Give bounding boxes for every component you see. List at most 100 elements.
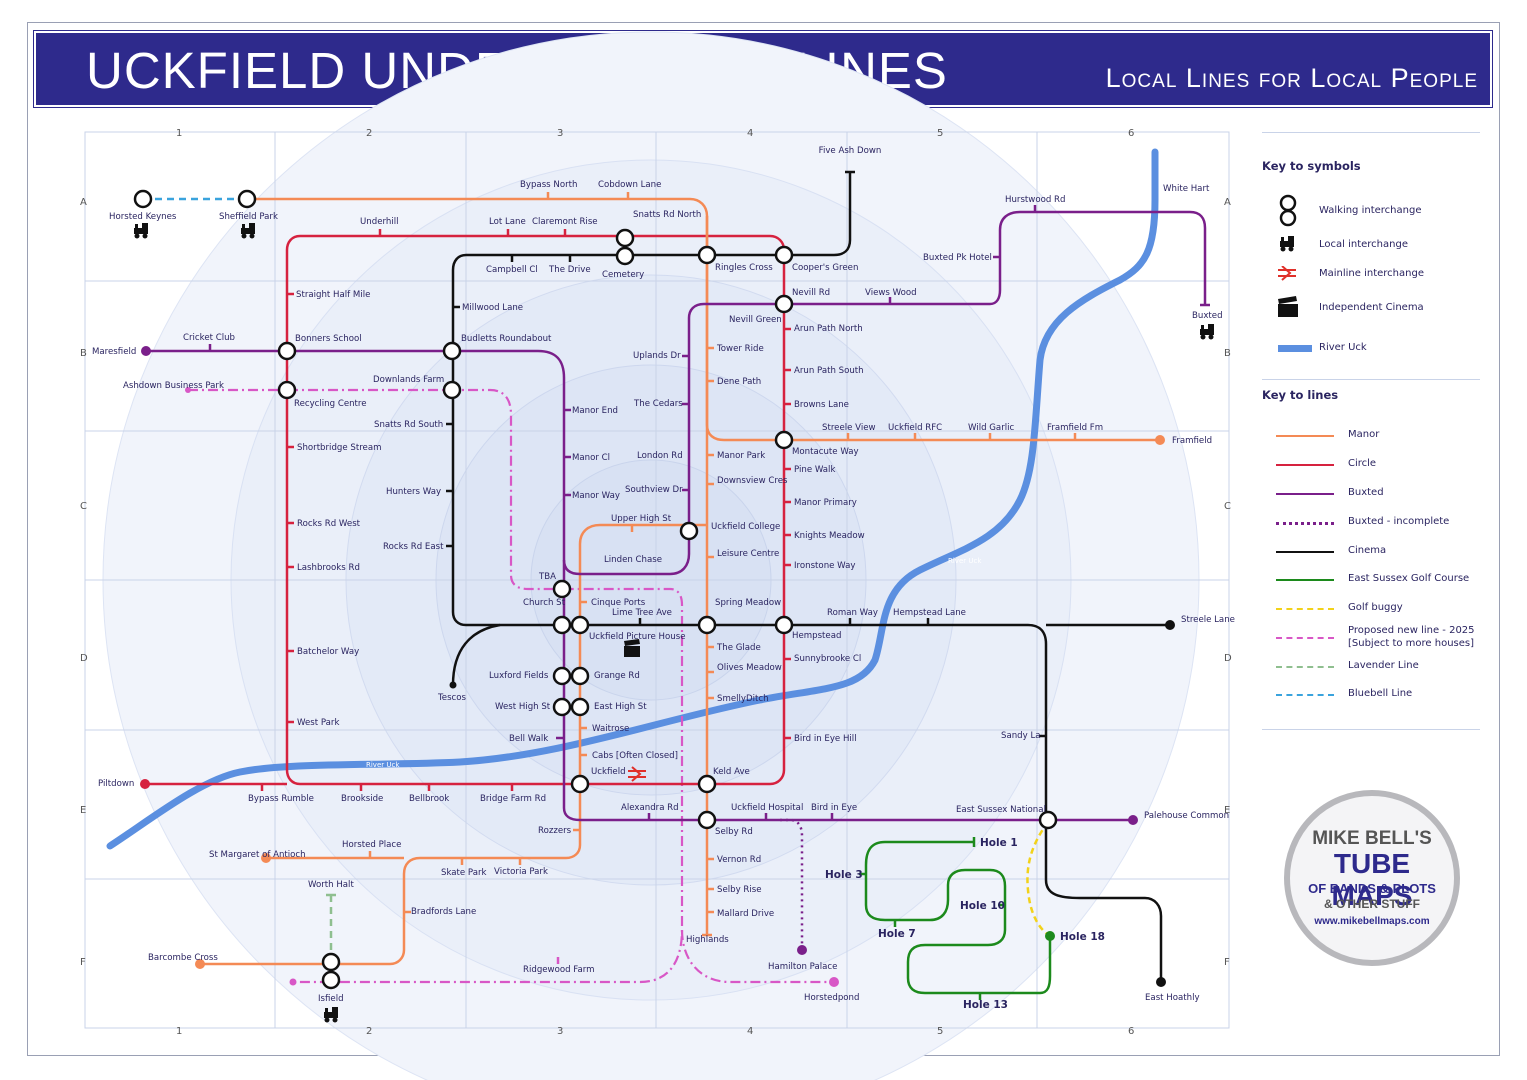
station-label: Nevill Green <box>729 315 782 325</box>
grid-col-4-top: 4 <box>747 128 753 139</box>
buxted-swatch <box>1276 493 1334 495</box>
station-label: Ashdown Business Park <box>123 381 224 391</box>
manor-swatch <box>1276 435 1334 437</box>
buxted-incomplete-swatch <box>1276 522 1334 525</box>
station-label: The Drive <box>548 265 591 275</box>
station-label: Underhill <box>360 217 398 227</box>
grid-row-c-right: C <box>1224 501 1231 512</box>
key-lines-heading: Key to lines <box>1262 388 1339 402</box>
station-label: Bird in Eye <box>811 803 857 813</box>
station-label: Cobdown Lane <box>598 180 661 190</box>
station-label: Montacute Way <box>792 447 859 457</box>
station-label: Spring Meadow <box>715 598 781 608</box>
lavender-swatch <box>1276 666 1334 668</box>
grid-row-a-left: A <box>80 197 87 208</box>
station-label: Pine Walk <box>794 465 835 475</box>
steam-train-icon <box>241 223 255 239</box>
grid-row-d-left: D <box>80 653 88 664</box>
proposed-swatch <box>1276 637 1334 639</box>
station-label: Selby Rise <box>717 885 762 895</box>
station-label: Snatts Rd North <box>633 210 701 220</box>
station-label: Views Wood <box>865 288 917 298</box>
clapperboard-icon <box>624 639 640 657</box>
station-label: Mallard Drive <box>717 909 774 919</box>
station-label: London Rd <box>637 451 683 461</box>
station-label: White Hart <box>1163 184 1210 194</box>
interchanges <box>133 189 1058 990</box>
station-label: Ridgewood Farm <box>523 965 594 975</box>
station-label: Bird in Eye Hill <box>794 734 857 744</box>
cinema-swatch <box>1276 551 1334 553</box>
station-label: Downlands Farm <box>373 375 444 385</box>
station-label: Sunnybrooke Cl <box>794 654 861 664</box>
grid-col-6-bottom: 6 <box>1128 1026 1134 1037</box>
grid-labels: 1 2 3 4 5 6 1 2 3 4 5 6 A B C D E F A B … <box>80 128 1232 1037</box>
station-label: Hole 13 <box>963 999 1008 1011</box>
key-symbols-heading: Key to symbols <box>1262 159 1361 173</box>
station-label: Snatts Rd South <box>374 420 443 430</box>
station-label: Dene Path <box>717 377 761 387</box>
station-label: Straight Half Mile <box>296 290 370 300</box>
grid-row-a-right: A <box>1224 197 1231 208</box>
grid-col-1-bottom: 1 <box>176 1026 182 1037</box>
grid-row-b-left: B <box>80 348 87 359</box>
station-label: Skate Park <box>441 868 487 878</box>
station-label: Manor Park <box>717 451 765 461</box>
station-label: The Cedars <box>633 399 683 409</box>
station-label: Keld Ave <box>713 767 750 777</box>
steam-train-icon <box>1280 236 1294 252</box>
golf-course-line <box>864 840 1052 995</box>
station-label: Worth Halt <box>308 880 354 890</box>
mike-bell-logo: MIKE BELL'S TUBE MAPS OF BANDS & PLOTS &… <box>1284 790 1460 966</box>
steam-train-icon <box>1200 324 1214 340</box>
map-icons <box>134 223 1214 1023</box>
station-label: Horsted Keynes <box>109 212 177 222</box>
station-label: Manor Primary <box>794 498 857 508</box>
national-rail-icon <box>1278 266 1296 281</box>
station-label: Shortbridge Stream <box>297 443 381 453</box>
station-label: Cinque Ports <box>591 598 646 608</box>
station-label: The Glade <box>716 643 761 653</box>
steam-train-icon <box>134 223 148 239</box>
station-label: Knights Meadow <box>794 531 865 541</box>
cinema-line <box>451 172 1170 982</box>
station-label: Bell Walk <box>509 734 548 744</box>
station-label: Tower Ride <box>716 344 764 354</box>
station-label: Manor Way <box>572 491 620 501</box>
station-label: Hempstead Lane <box>893 608 966 618</box>
grid-col-1-top: 1 <box>176 128 182 139</box>
national-rail-icon <box>628 766 646 782</box>
station-label: Maresfield <box>92 347 136 357</box>
grid-col-4-bottom: 4 <box>747 1026 753 1037</box>
station-label: Lot Lane <box>489 217 526 227</box>
river-uck <box>106 148 1159 850</box>
station-label: Cooper's Green <box>792 263 858 273</box>
station-label: Cemetery <box>602 270 644 280</box>
station-label: Lime Tree Ave <box>612 608 672 618</box>
station-label: Ringles Cross <box>715 263 773 273</box>
station-label: Hole 3 <box>825 869 863 881</box>
station-label: St Margaret of Antioch <box>209 850 306 860</box>
station-label: Bonners School <box>295 334 362 344</box>
station-label: Uckfield Hospital <box>731 803 803 813</box>
station-label: Cabs [Often Closed] <box>592 751 678 761</box>
grid-row-d-right: D <box>1224 653 1232 664</box>
grid-col-6-top: 6 <box>1128 128 1134 139</box>
station-label: Vernon Rd <box>717 855 761 865</box>
station-label: Millwood Lane <box>462 303 523 313</box>
grid-row-e-right: E <box>1224 805 1230 816</box>
proposed-line <box>188 388 834 984</box>
grid-col-5-bottom: 5 <box>937 1026 943 1037</box>
station-label: Buxted <box>1192 311 1223 321</box>
station-label: Isfield <box>318 994 344 1004</box>
station-label: Five Ash Down <box>819 146 882 156</box>
page-subtitle: Local Lines for Local People <box>1105 63 1478 93</box>
station-label: Recycling Centre <box>294 399 367 409</box>
station-label: Hole 1 <box>980 837 1018 849</box>
station-label: Piltdown <box>98 779 134 789</box>
station-label: Horsted Place <box>342 840 401 850</box>
station-label: Hunters Way <box>386 487 441 497</box>
station-label: Horstedpond <box>804 993 859 1003</box>
station-label: Downsview Cres <box>717 476 788 486</box>
